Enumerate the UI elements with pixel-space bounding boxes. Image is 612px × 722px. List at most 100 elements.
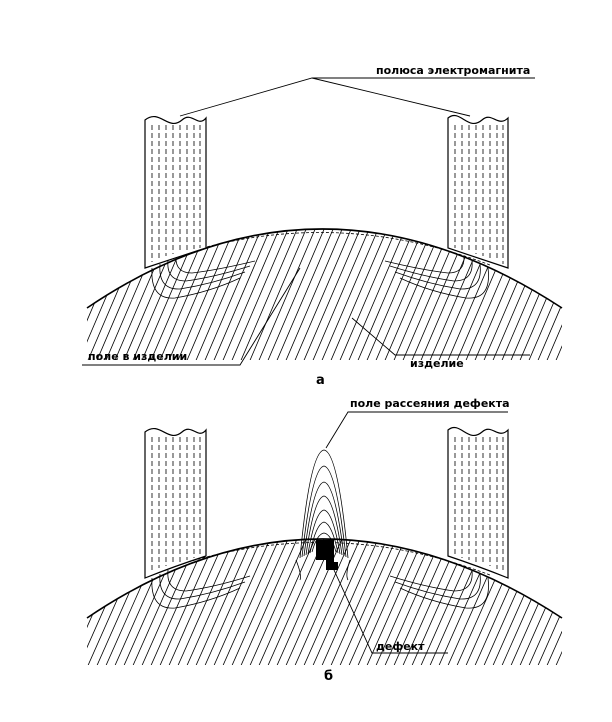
field-line [310,539,374,665]
field-line [544,539,562,665]
field-line [229,229,293,360]
magnet-pole-left-a [144,116,207,269]
field-line [292,539,356,665]
field-line [499,229,562,360]
field-line [283,229,347,360]
field-line [87,229,95,360]
field-line [373,229,437,360]
field-line [508,539,562,665]
field-line [14,530,76,670]
field-line [87,539,95,665]
field-line [382,229,446,360]
field-line [535,539,562,665]
field-line [355,229,419,360]
field-line [517,229,562,360]
field-line [202,539,266,665]
panel-b-letter: б [324,669,333,684]
leader-lines-a [82,77,535,366]
diagram-panel-b: поле рассеяния дефекта дефект б [0,397,612,684]
field-line [229,539,293,665]
field-in-part-label: поле в изделии [88,350,187,363]
field-line [563,220,612,365]
field-line [0,530,58,670]
field-line [193,539,257,665]
field-line [572,220,612,365]
field-line [5,530,67,670]
field-line [346,229,410,360]
field-line [87,539,104,665]
field-line [220,539,284,665]
field-line [310,229,374,360]
field-line [256,229,320,360]
field-line [211,539,275,665]
leakage-field-label: поле рассеяния дефекта [350,397,510,410]
field-line [553,539,562,665]
field-line [265,229,329,360]
field-line [87,539,131,665]
field-line [364,229,428,360]
field-line [355,539,419,665]
field-line [175,539,239,665]
panel-a-letter: а [316,373,325,388]
field-line [572,530,612,670]
field-line [301,539,365,665]
field-line [563,530,612,670]
field-line [14,220,76,365]
field-line [337,539,401,665]
workpiece-a [0,220,612,365]
field-line [211,229,275,360]
field-loops-a [151,255,489,299]
field-line [87,229,104,360]
field-line [220,229,284,360]
field-line [247,539,311,665]
field-line [0,530,40,670]
field-line [256,539,320,665]
field-line [0,220,49,365]
field-line [247,229,311,360]
field-line [508,229,562,360]
field-line [274,229,338,360]
field-line [238,229,302,360]
field-line [328,539,392,665]
field-line [535,229,562,360]
field-line [23,220,85,365]
field-line [337,229,401,360]
field-line [526,539,562,665]
field-line [283,539,347,665]
field-line [319,229,383,360]
defect-label: дефект [376,640,425,653]
field-line [193,229,257,360]
field-line [87,539,140,665]
part-label: изделие [410,357,464,370]
field-line [87,229,131,360]
field-line [87,539,113,665]
field-line [202,229,266,360]
magnet-pole-right-a [447,115,509,269]
field-line [0,530,49,670]
field-line [499,539,562,665]
field-line [87,229,113,360]
field-line [87,539,122,665]
field-line [0,220,58,365]
field-loops-b [151,569,489,609]
workpiece-b [0,530,612,670]
magnet-pole-left-b [144,428,207,579]
field-line [319,539,383,665]
field-line [301,229,365,360]
field-line [553,229,562,360]
field-line [87,539,149,665]
poles-label: полюса электромагнита [376,64,530,77]
field-line [175,229,239,360]
field-line [184,229,248,360]
field-line [391,229,455,360]
field-line [544,229,562,360]
field-line [292,229,356,360]
field-line [184,539,248,665]
field-line [346,539,410,665]
field-line [238,539,302,665]
field-line [517,539,562,665]
field-lines-in-part-a [0,220,612,365]
magnet-pole-right-b [447,427,509,579]
defect [316,540,338,570]
